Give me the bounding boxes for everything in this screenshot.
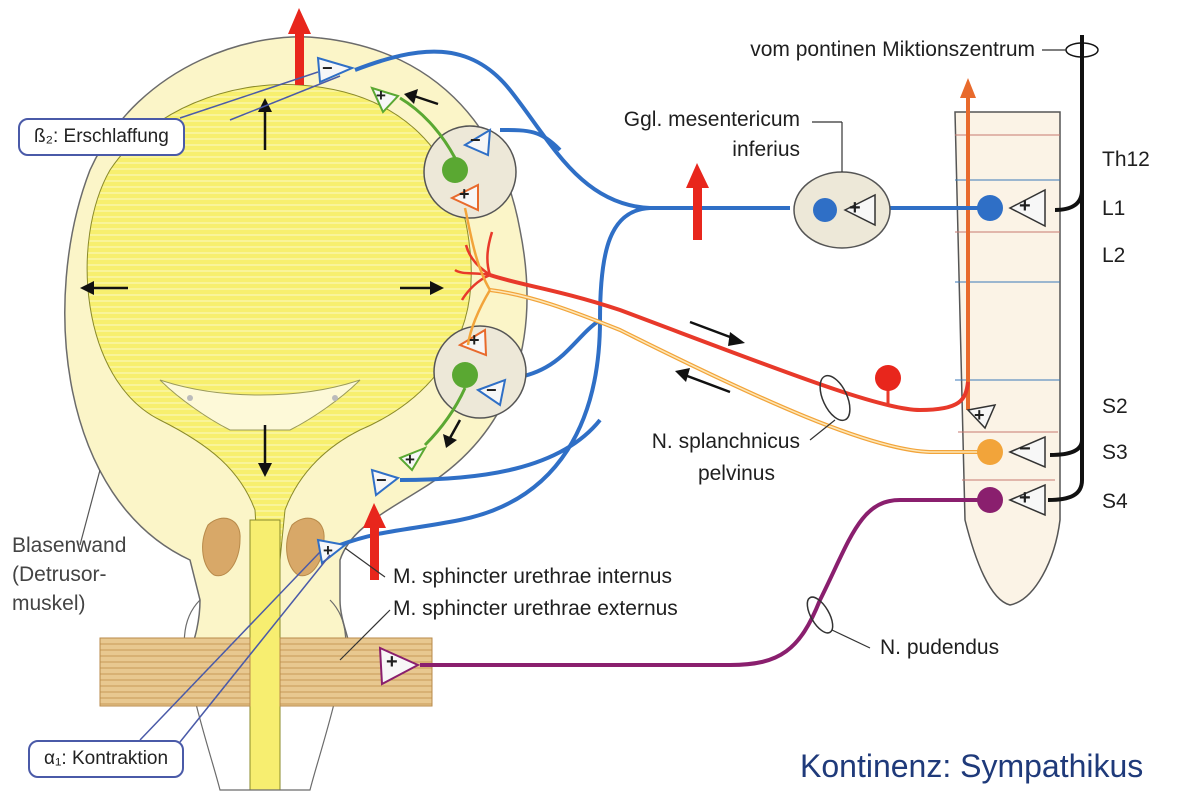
- label-sphincter-ext: M. sphincter urethrae externus: [393, 597, 678, 620]
- green-synapse-lower: [398, 445, 428, 472]
- segment-s4: S4: [1102, 490, 1128, 513]
- blue-synapse-bottom: [370, 468, 401, 497]
- orange-branch-upper: [463, 207, 492, 291]
- wall-ganglion-upper-cell: [442, 157, 468, 183]
- blue-synapse-sphincter: [316, 538, 348, 565]
- wall-ganglion-lower-synapse-plus: [457, 328, 488, 357]
- pudendal-synapse: [378, 646, 421, 686]
- sphincter-ext-leader: [339, 609, 391, 661]
- wall-ganglion-lower-cell: [452, 362, 478, 388]
- splanchnic-leader: [809, 419, 836, 441]
- beta2-leader: [179, 71, 319, 119]
- label-splanch-line2: pelvinus: [697, 462, 775, 485]
- blue-synapse-top: [316, 56, 355, 84]
- label-ggl-line1: Ggl. mesentericum: [623, 108, 800, 131]
- sympathetic-pathway: [339, 49, 990, 547]
- red-branches: [454, 231, 494, 301]
- sphincter-internal-right: [286, 517, 325, 577]
- s3-neuron: [977, 439, 1003, 465]
- wall-ganglion-lower-synapse-minus: [475, 378, 507, 407]
- sign-plus-sphincter: +: [323, 541, 333, 560]
- orange-branch-lower: [466, 289, 492, 346]
- sign-minus-bottom: −: [376, 470, 387, 490]
- label-sphincter-int: M. sphincter urethrae internus: [393, 565, 672, 588]
- wall-ganglion-upper: [423, 125, 517, 219]
- s4-neuron: [977, 487, 1003, 513]
- afferent-fiber: [489, 288, 985, 454]
- beta2-box: ß₂: Erschlaffung: [18, 118, 185, 156]
- label-blasenwand-3: muskel): [12, 592, 86, 615]
- alpha1-box: α₁: Kontraktion: [28, 740, 185, 778]
- label-splanch-line1: N. splanchnicus: [651, 430, 800, 453]
- sign-minus-s3: −: [1019, 438, 1031, 460]
- sphincter-external-right: [279, 637, 433, 707]
- afferent-fiber-inner: [489, 289, 985, 453]
- label-blasenwand-1: Blasenwand: [12, 534, 127, 557]
- green-fiber-upper: [399, 96, 457, 159]
- pudendal-ring: [806, 596, 834, 634]
- bundle-arrows: [675, 320, 745, 394]
- green-synapse-upper: [370, 86, 400, 114]
- dorsal-root-ganglion: [875, 365, 901, 391]
- pudendal-leader: [831, 629, 871, 649]
- segment-th12: Th12: [1102, 148, 1150, 171]
- alpha1-leader-2: [179, 554, 331, 743]
- segment-s3: S3: [1102, 441, 1128, 464]
- s4-synapse: [1008, 483, 1046, 517]
- sign-plus-s4: +: [1019, 487, 1031, 509]
- segment-l2: L2: [1102, 244, 1126, 267]
- sign-plus-wall-upper: +: [459, 184, 470, 204]
- wall-ganglion-upper-synapse-minus: [462, 128, 492, 157]
- ureter-orifice-right: [332, 395, 338, 401]
- green-fiber-lower: [423, 387, 467, 447]
- sign-minus-top: −: [322, 58, 333, 78]
- ureter-orifice-left: [187, 395, 193, 401]
- label-pontine: vom pontinen Miktionszentrum: [750, 38, 1035, 61]
- slide-title: Kontinenz: Sympathikus: [800, 748, 1144, 784]
- label-ggl-line2: inferius: [732, 138, 800, 161]
- sign-plus-ganglion: +: [849, 197, 861, 219]
- sphincter-external-left: [99, 637, 251, 707]
- segment-s2: S2: [1102, 395, 1128, 418]
- trigone: [159, 379, 361, 431]
- label-pudendus: N. pudendus: [880, 636, 1000, 659]
- bladder-arrows: [80, 89, 462, 477]
- ascending-arrowhead: [960, 78, 976, 98]
- l1-synapse: [1008, 188, 1046, 228]
- sign-plus-green-upper: +: [376, 86, 386, 105]
- red-arrows: [288, 8, 709, 580]
- sphincter-int-leader: [344, 547, 386, 578]
- pontine-fiber: [1047, 35, 1084, 502]
- wall-ganglion-upper-synapse-plus: [449, 183, 479, 212]
- ganglion-synapse: [843, 193, 876, 227]
- segment-l1: L1: [1102, 197, 1126, 220]
- splanchnic-ring: [819, 374, 851, 422]
- sign-plus-green-lower: +: [405, 450, 415, 469]
- sign-plus-l1: +: [1019, 195, 1031, 217]
- sign-plus-pudendus: +: [386, 651, 398, 673]
- spinal-cord: [954, 111, 1061, 606]
- sign-plus-wall-lower: +: [469, 330, 480, 350]
- sign-minus-wall-upper: −: [470, 130, 481, 150]
- beta2-leader-2: [229, 75, 341, 121]
- s2-synapse: [966, 404, 997, 430]
- parasympathetic-fiber: [489, 273, 970, 413]
- label-blasenwand-2: (Detrusor-: [12, 563, 107, 586]
- l1-neuron: [977, 195, 1003, 221]
- sign-minus-wall-lower: −: [486, 380, 497, 400]
- sphincter-internal-left: [202, 517, 241, 577]
- ganglion-neuron: [813, 198, 837, 222]
- sign-plus-s2: +: [974, 405, 985, 425]
- s3-synapse: [1008, 435, 1046, 469]
- alpha1-leader: [139, 551, 321, 741]
- urethra: [249, 519, 281, 791]
- blasenwand-leader: [79, 469, 101, 546]
